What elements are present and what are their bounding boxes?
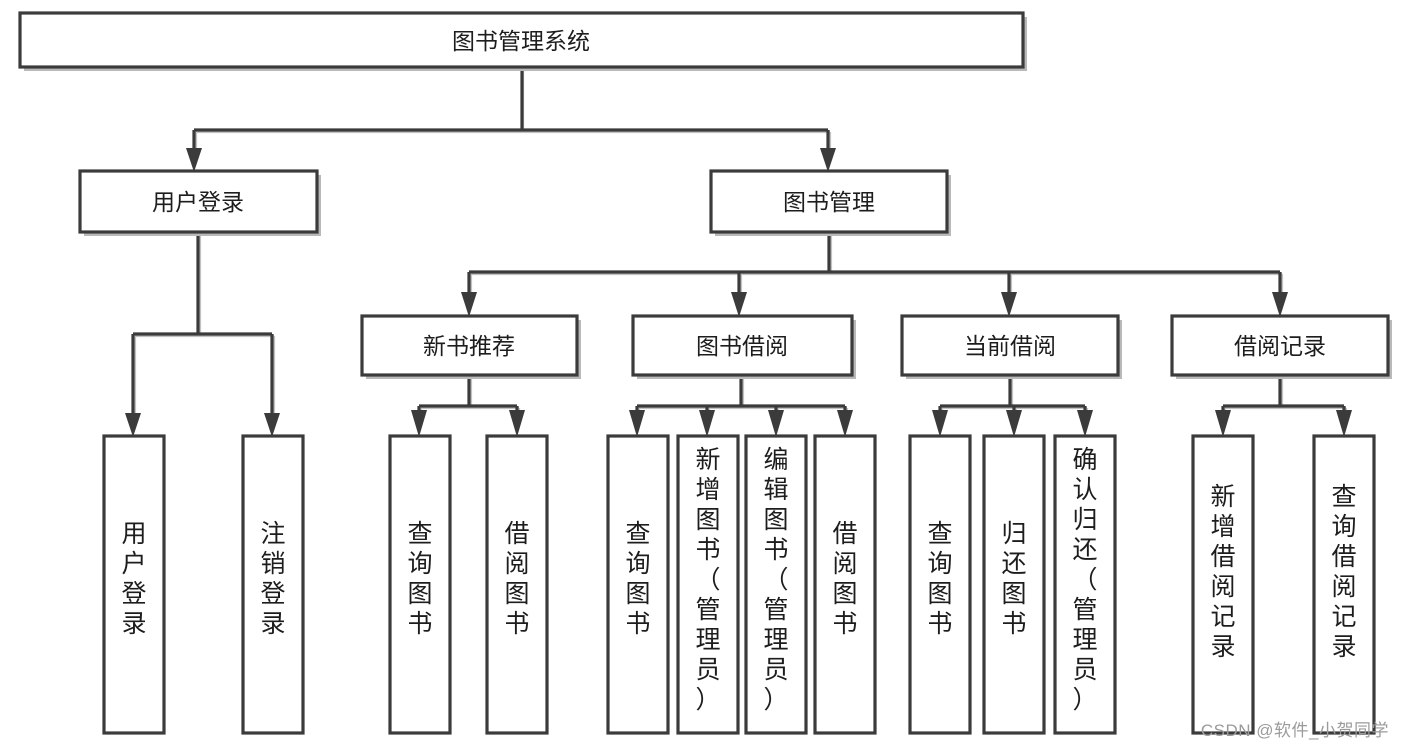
node-leaf-query-book-rec-rect[interactable]: [388, 434, 452, 735]
node-user-login-label: 用户登录: [152, 189, 244, 215]
node-new-book-recommend-label: 新书推荐: [423, 333, 515, 359]
node-leaf-borrow-book-rec-label: 借阅图书: [504, 520, 529, 638]
node-leaf-borrow-book-rec[interactable]: 借阅图书: [485, 434, 549, 735]
node-leaf-user-login-rect[interactable]: [102, 434, 166, 735]
node-root-rect[interactable]: [18, 11, 1025, 69]
node-book-borrow-label: 图书借阅: [696, 333, 788, 359]
node-leaf-logout-rect[interactable]: [241, 434, 305, 735]
node-leaf-borrow-book-rect[interactable]: [813, 434, 877, 735]
node-leaf-confirm-return-label: 确认归还（管理员）: [1072, 446, 1097, 714]
node-leaf-user-login[interactable]: 用户登录: [102, 434, 166, 735]
node-current-borrow-label: 当前借阅: [964, 333, 1056, 359]
node-leaf-confirm-return[interactable]: 确认归还（管理员）: [1053, 434, 1117, 735]
node-root-label: 图书管理系统: [452, 28, 590, 54]
node-leaf-confirm-return-rect[interactable]: [1053, 434, 1117, 735]
node-leaf-query-record[interactable]: 查询借阅记录: [1312, 434, 1376, 735]
node-current-borrow-rect[interactable]: [900, 314, 1120, 377]
node-leaf-add-book[interactable]: 新增图书（管理员）: [676, 434, 740, 735]
node-layer: 图书管理系统 用户登录 图书管理 新书推荐: [18, 11, 1392, 735]
node-leaf-add-record[interactable]: 新增借阅记录: [1191, 434, 1255, 735]
node-book-management-rect[interactable]: [709, 169, 949, 234]
node-leaf-user-login-label: 用户登录: [121, 520, 146, 638]
connector-layer: [125, 67, 1352, 437]
node-borrow-records[interactable]: 借阅记录: [1170, 314, 1392, 379]
connector-newbook-to-leaves: [411, 375, 525, 437]
node-leaf-edit-book-label: 编辑图书（管理员）: [763, 446, 788, 714]
node-leaf-logout[interactable]: 注销登录: [241, 434, 305, 735]
connector-bookborrow-to-leaves: [629, 375, 853, 437]
node-root[interactable]: 图书管理系统: [18, 11, 1027, 71]
node-leaf-query-book-borrow-rect[interactable]: [606, 434, 670, 735]
node-borrow-records-label: 借阅记录: [1234, 333, 1326, 359]
node-leaf-return-book-rect[interactable]: [982, 434, 1046, 735]
connector-userlogin-to-leaves: [125, 232, 280, 437]
node-leaf-query-book-current-rect[interactable]: [908, 434, 972, 735]
node-leaf-query-book-borrow[interactable]: 查询图书: [606, 434, 670, 735]
node-leaf-query-record-rect[interactable]: [1312, 434, 1376, 735]
node-user-login-rect[interactable]: [78, 169, 319, 234]
node-book-borrow-rect[interactable]: [631, 314, 854, 377]
node-leaf-add-book-rect[interactable]: [676, 434, 740, 735]
node-book-borrow[interactable]: 图书借阅: [631, 314, 856, 379]
node-leaf-borrow-book[interactable]: 借阅图书: [813, 434, 877, 735]
node-borrow-records-rect[interactable]: [1170, 314, 1390, 377]
connector-bookmgmt-to-level3: [461, 232, 1288, 317]
node-leaf-add-record-label: 新增借阅记录: [1210, 483, 1235, 661]
node-new-book-recommend-rect[interactable]: [360, 314, 579, 377]
connector-currentborrow-to-leaves: [932, 375, 1093, 437]
node-leaf-query-book-current-label: 查询图书: [927, 520, 952, 638]
node-new-book-recommend[interactable]: 新书推荐: [360, 314, 581, 379]
node-leaf-edit-book-rect[interactable]: [744, 434, 808, 735]
node-leaf-borrow-book-label: 借阅图书: [832, 520, 857, 638]
node-book-management-label: 图书管理: [783, 189, 875, 215]
node-leaf-logout-label: 注销登录: [260, 520, 285, 638]
node-current-borrow[interactable]: 当前借阅: [900, 314, 1122, 379]
node-leaf-query-record-label: 查询借阅记录: [1331, 483, 1356, 661]
node-user-login[interactable]: 用户登录: [78, 169, 321, 236]
node-leaf-query-book-borrow-label: 查询图书: [625, 520, 650, 638]
node-leaf-return-book-label: 归还图书: [1001, 520, 1026, 638]
node-leaf-borrow-book-rec-rect[interactable]: [485, 434, 549, 735]
node-leaf-add-book-label: 新增图书（管理员）: [695, 446, 720, 714]
node-leaf-query-book-rec-label: 查询图书: [407, 520, 432, 638]
node-book-management[interactable]: 图书管理: [709, 169, 951, 236]
node-leaf-query-book-current[interactable]: 查询图书: [908, 434, 972, 735]
node-leaf-query-book-rec[interactable]: 查询图书: [388, 434, 452, 735]
node-leaf-add-record-rect[interactable]: [1191, 434, 1255, 735]
node-leaf-edit-book[interactable]: 编辑图书（管理员）: [744, 434, 808, 735]
connector-root-to-level2: [186, 67, 836, 172]
connector-borrowrecords-to-leaves: [1215, 375, 1352, 437]
node-leaf-return-book[interactable]: 归还图书: [982, 434, 1046, 735]
